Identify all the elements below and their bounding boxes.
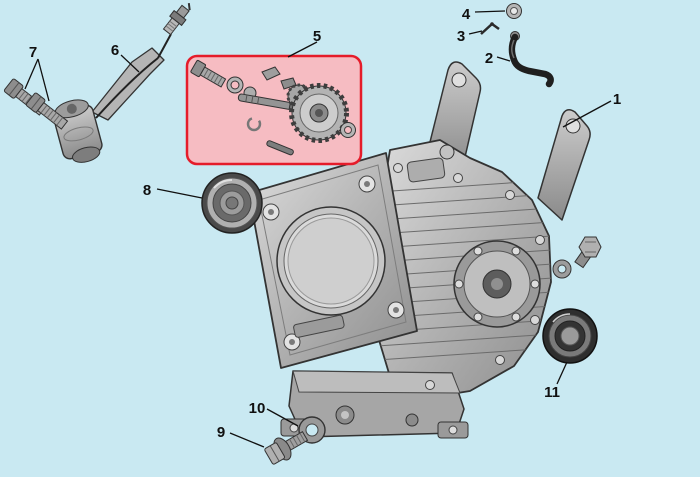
arm-hole (451, 72, 467, 88)
oil-seal-illustration (542, 308, 598, 364)
crankcase-illustration (248, 61, 591, 439)
tube-clip-illustration (480, 22, 500, 35)
callout-label-4: 4 (462, 6, 471, 23)
sensor-plug-illustration (162, 2, 191, 36)
bearing-illustration (201, 172, 263, 234)
callout-label-8: 8 (143, 182, 151, 199)
callout-label-9: 9 (217, 424, 225, 441)
governor-kit-parts-illustration (190, 59, 356, 156)
breather-boss (406, 157, 446, 183)
callout-label-5: 5 (313, 28, 321, 45)
breather-tube-illustration (508, 31, 554, 88)
crankshaft-bore (453, 240, 541, 328)
filler-boss (439, 144, 455, 160)
callout-label-10: 10 (249, 400, 266, 417)
flange-bolts-illustration (3, 78, 69, 130)
callout-label-7: 7 (29, 44, 37, 61)
case-bolts (393, 163, 545, 390)
callout-label-1: 1 (613, 91, 621, 108)
callout-label-3: 3 (457, 28, 465, 45)
side-washer-illustration (552, 259, 572, 279)
callout-label-6: 6 (111, 42, 119, 59)
callout-label-2: 2 (485, 50, 493, 67)
governor-gear-illustration (289, 83, 349, 143)
sump-base (280, 370, 469, 439)
drain-bolt-illustration (264, 430, 309, 465)
callout-label-11: 11 (544, 384, 560, 401)
cylinder-flange (248, 152, 418, 369)
side-plug-illustration (574, 236, 602, 269)
sealing-washer-illustration (506, 3, 522, 19)
oil-switch-unit-illustration (53, 2, 191, 163)
leader-lines (24, 10, 612, 448)
callout-labels: 1 2 3 4 5 6 7 8 9 10 11 (29, 6, 621, 441)
governor-kit-highlight (185, 54, 363, 166)
